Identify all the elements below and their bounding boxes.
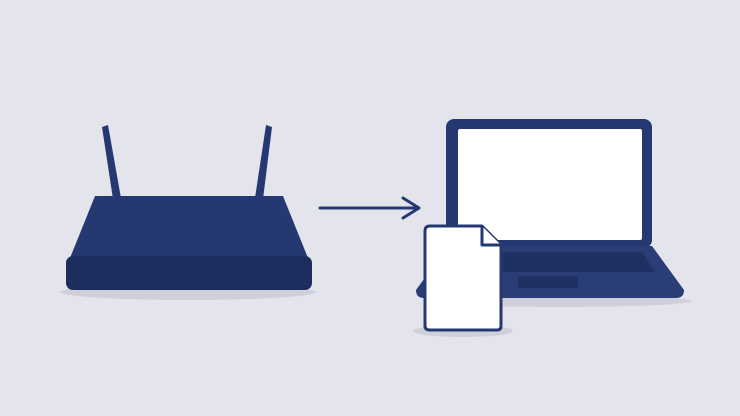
document-folded-corner [480,226,501,247]
wifi-router-icon [60,125,316,300]
router-body-front [66,256,312,290]
laptop-trackpad [518,276,578,288]
router-antenna-left [102,125,121,199]
router-body-top [70,196,308,258]
router-antenna-right [255,125,272,199]
laptop-screen [458,129,642,240]
arrow-head [401,196,421,220]
document-icon [413,224,513,337]
document-page [423,224,503,332]
transfer-arrow [318,196,421,220]
